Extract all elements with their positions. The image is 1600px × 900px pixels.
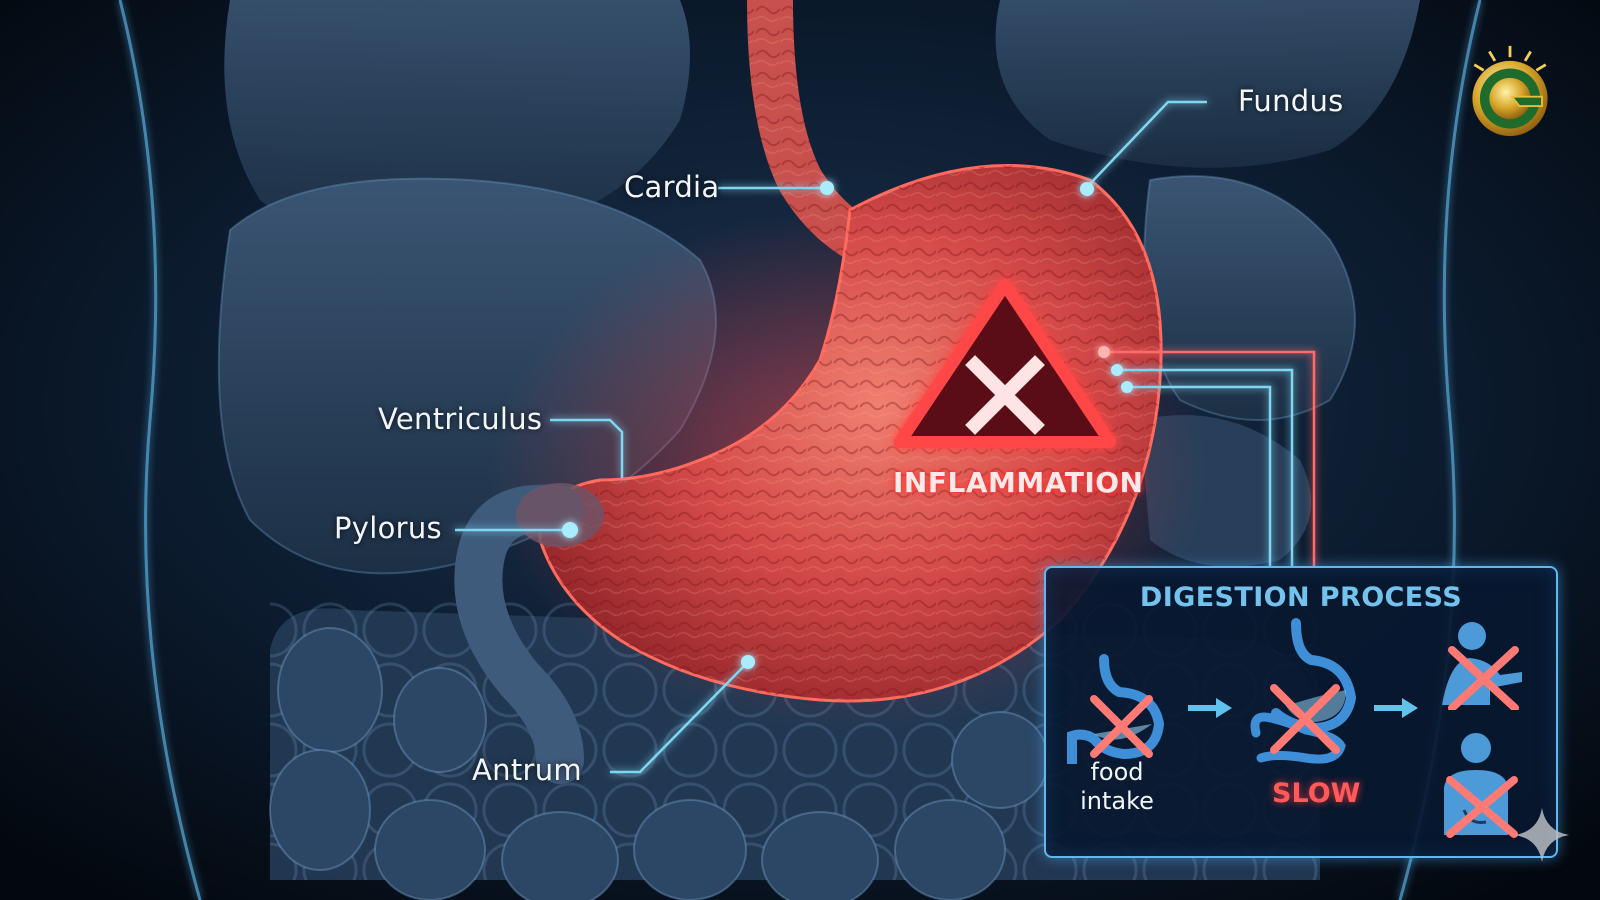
panel-title: DIGESTION PROCESS xyxy=(1139,582,1463,613)
warning-triangle-x-icon xyxy=(894,278,1116,448)
label-cardia: Cardia xyxy=(624,170,720,204)
step-label-line2: intake xyxy=(1080,787,1154,815)
digestion-process-panel: DIGESTION PROCESS food intake SLOW xyxy=(1044,566,1558,858)
gold-g-sun-logo xyxy=(1472,45,1548,137)
label-pylorus: Pylorus xyxy=(334,511,442,545)
arrow-right-icon xyxy=(1188,698,1232,718)
label-fundus: Fundus xyxy=(1238,84,1344,118)
inflammation-label: INFLAMMATION xyxy=(893,466,1144,499)
person-stomach-crossed-icon xyxy=(1444,733,1518,838)
sparkle-icon xyxy=(1514,807,1570,863)
slow-label: SLOW xyxy=(1272,778,1361,809)
stomach-crossed-icon xyxy=(1067,654,1165,764)
label-ventriculus: Ventriculus xyxy=(378,402,543,436)
stomach-intestine-crossed-icon xyxy=(1250,618,1357,764)
label-antrum: Antrum xyxy=(472,753,582,787)
arrow-right-icon xyxy=(1374,698,1418,718)
person-eating-crossed-icon xyxy=(1442,622,1522,710)
step-label-line1: food xyxy=(1090,758,1144,786)
step-food-intake-label: food intake xyxy=(1064,758,1170,816)
